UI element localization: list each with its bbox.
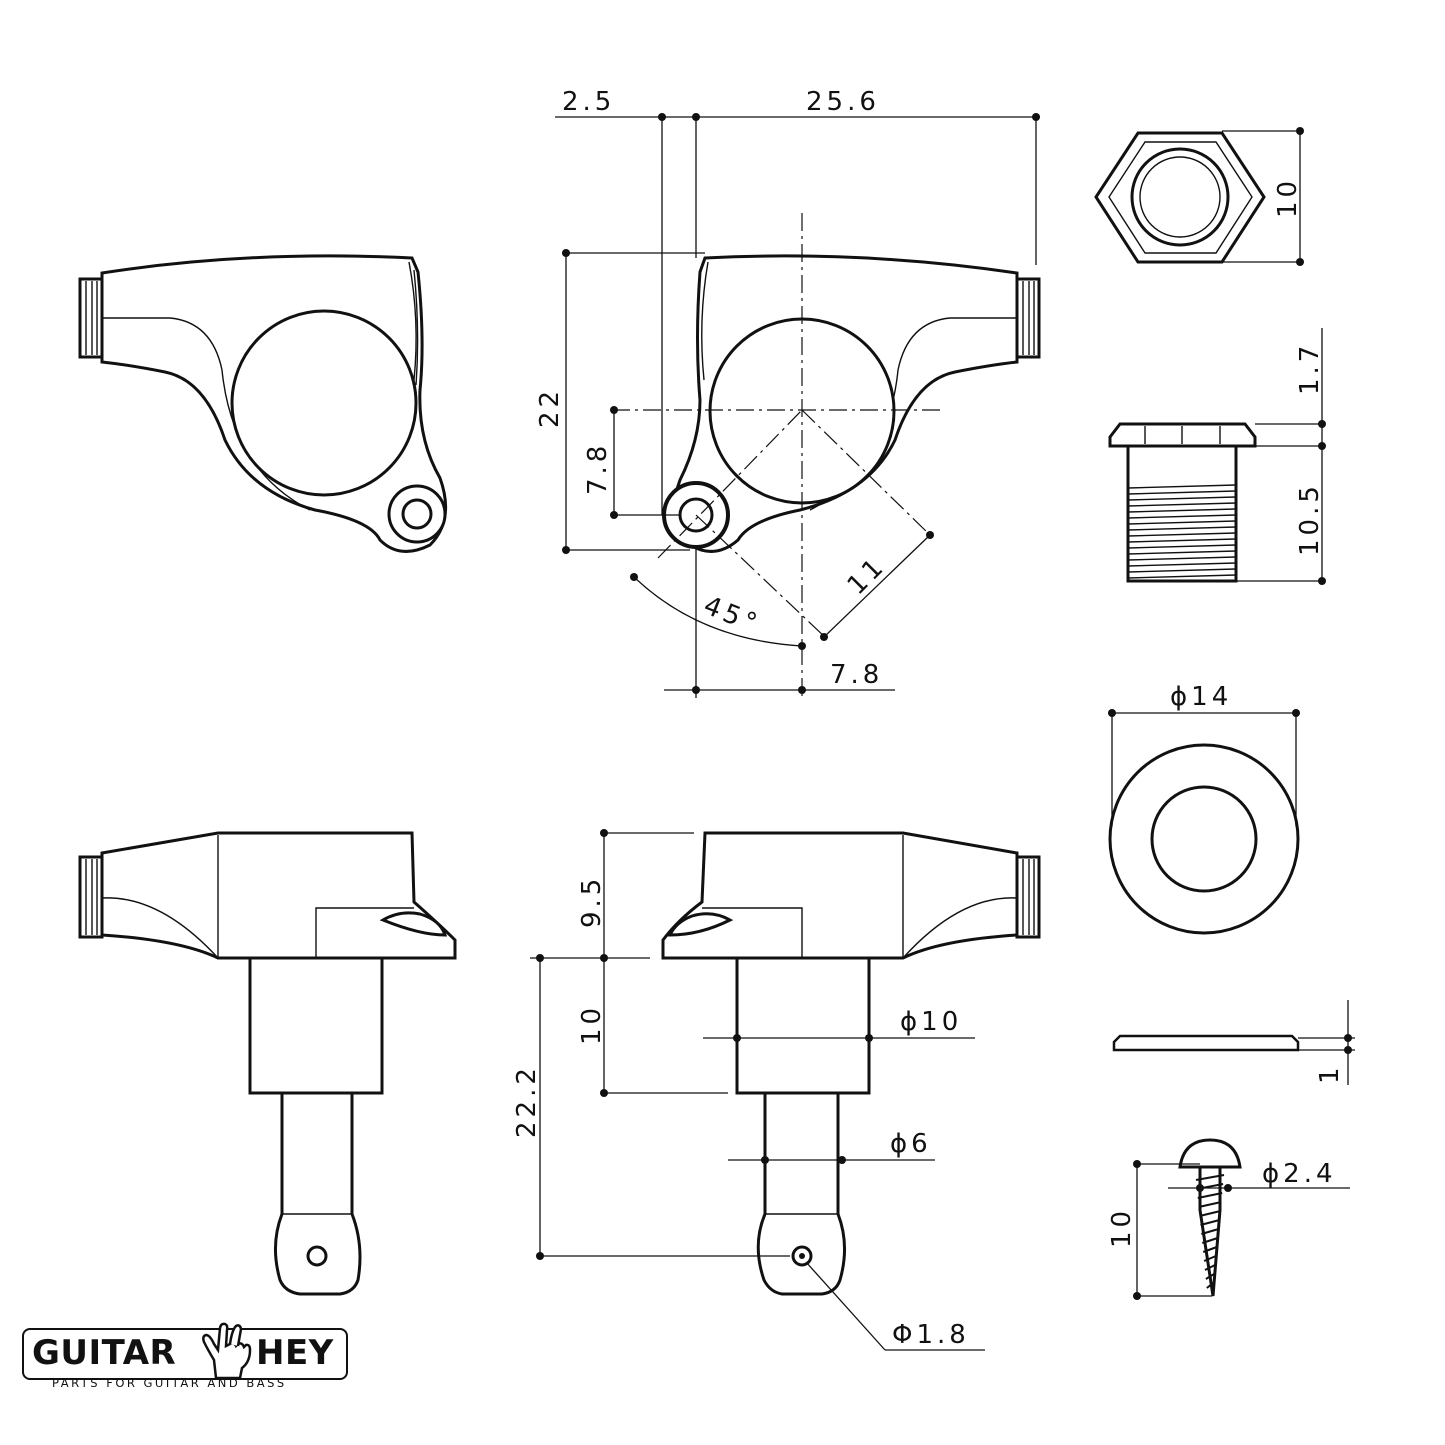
dimension-lines-bottom	[530, 829, 985, 1351]
thread-line	[1127, 574, 1237, 579]
thread-line	[1127, 496, 1237, 501]
screw-thread-line	[1202, 1246, 1218, 1253]
dim-housing-height: 9.5	[577, 875, 607, 928]
dim-post-diameter-6: ϕ6	[890, 1129, 932, 1159]
thread-line	[1127, 526, 1237, 531]
thread-line	[1127, 568, 1237, 573]
hex-nut	[1094, 127, 1304, 266]
dim-screw-diameter: ϕ2.4	[1262, 1159, 1337, 1189]
thread-line	[1127, 508, 1237, 513]
dim-post-diameter-10: ϕ10	[900, 1007, 962, 1037]
screw-thread-line	[1195, 1174, 1225, 1181]
dim-screw-length: 10	[1107, 1207, 1137, 1248]
logo-word-hey: HEY	[256, 1333, 334, 1373]
dim-washer-diameter: ϕ14	[1170, 682, 1232, 712]
thread-line	[1127, 550, 1237, 555]
screw-thread-line	[1199, 1210, 1221, 1217]
thread-line	[1127, 502, 1237, 507]
dim-bushing-flange: 1.7	[1295, 342, 1325, 395]
dim-string-hole: Φ1.8	[892, 1320, 970, 1350]
thread-line	[1127, 490, 1237, 495]
front-view-dimensioned	[661, 831, 1041, 1296]
wood-screw	[1133, 1138, 1350, 1300]
housing-view-left	[78, 254, 448, 553]
threaded-bushing	[1108, 328, 1326, 585]
washer-edge	[1112, 1000, 1355, 1085]
screw-thread-line	[1206, 1282, 1214, 1289]
dim-hole-offset-v: 7.8	[583, 442, 613, 495]
thread-line	[1127, 562, 1237, 567]
front-view-left	[78, 831, 457, 1296]
logo-tagline: PARTS FOR GUITAR AND BASS	[52, 1376, 287, 1390]
dim-height-22: 22	[535, 387, 565, 428]
guitarhey-logo: GUITAR HEY PARTS FOR GUITAR AND BASS	[22, 1322, 352, 1398]
dimension-lines-top	[555, 113, 1040, 698]
screw-thread-line	[1200, 1219, 1220, 1226]
dim-post-total: 22.2	[512, 1064, 542, 1138]
thread-line	[1127, 532, 1237, 537]
thread-line	[1127, 538, 1237, 543]
screw-thread-line	[1197, 1192, 1223, 1199]
washer	[1108, 709, 1300, 935]
screw-thread-line	[1201, 1237, 1219, 1244]
screw-thread-line	[1205, 1273, 1215, 1280]
thread-line	[1127, 556, 1237, 561]
dim-radius-11: 11	[842, 551, 892, 601]
rock-hand-icon	[194, 1320, 254, 1382]
screw-thread-line	[1201, 1228, 1219, 1235]
dim-post-length-10: 10	[577, 1004, 607, 1045]
dim-top-offset: 2.5	[562, 87, 615, 117]
screw-thread-line	[1204, 1264, 1216, 1271]
thread-line	[1127, 514, 1237, 519]
thread-line	[1127, 520, 1237, 525]
dim-nut-height: 10	[1273, 177, 1303, 218]
dim-top-width: 25.6	[806, 87, 880, 117]
thread-line	[1127, 484, 1237, 489]
dim-angle: 45°	[699, 591, 764, 641]
dim-bushing-length: 10.5	[1295, 482, 1325, 556]
thread-line	[1127, 544, 1237, 549]
dim-washer-thickness: 1	[1315, 1063, 1345, 1084]
housing-view-dimensioned	[612, 213, 1041, 700]
logo-box: GUITAR HEY	[22, 1322, 348, 1380]
screw-thread-line	[1198, 1201, 1222, 1208]
screw-thread-line	[1203, 1255, 1217, 1262]
logo-word-guitar: GUITAR	[32, 1333, 177, 1373]
dim-hole-offset-h: 7.8	[830, 660, 883, 690]
